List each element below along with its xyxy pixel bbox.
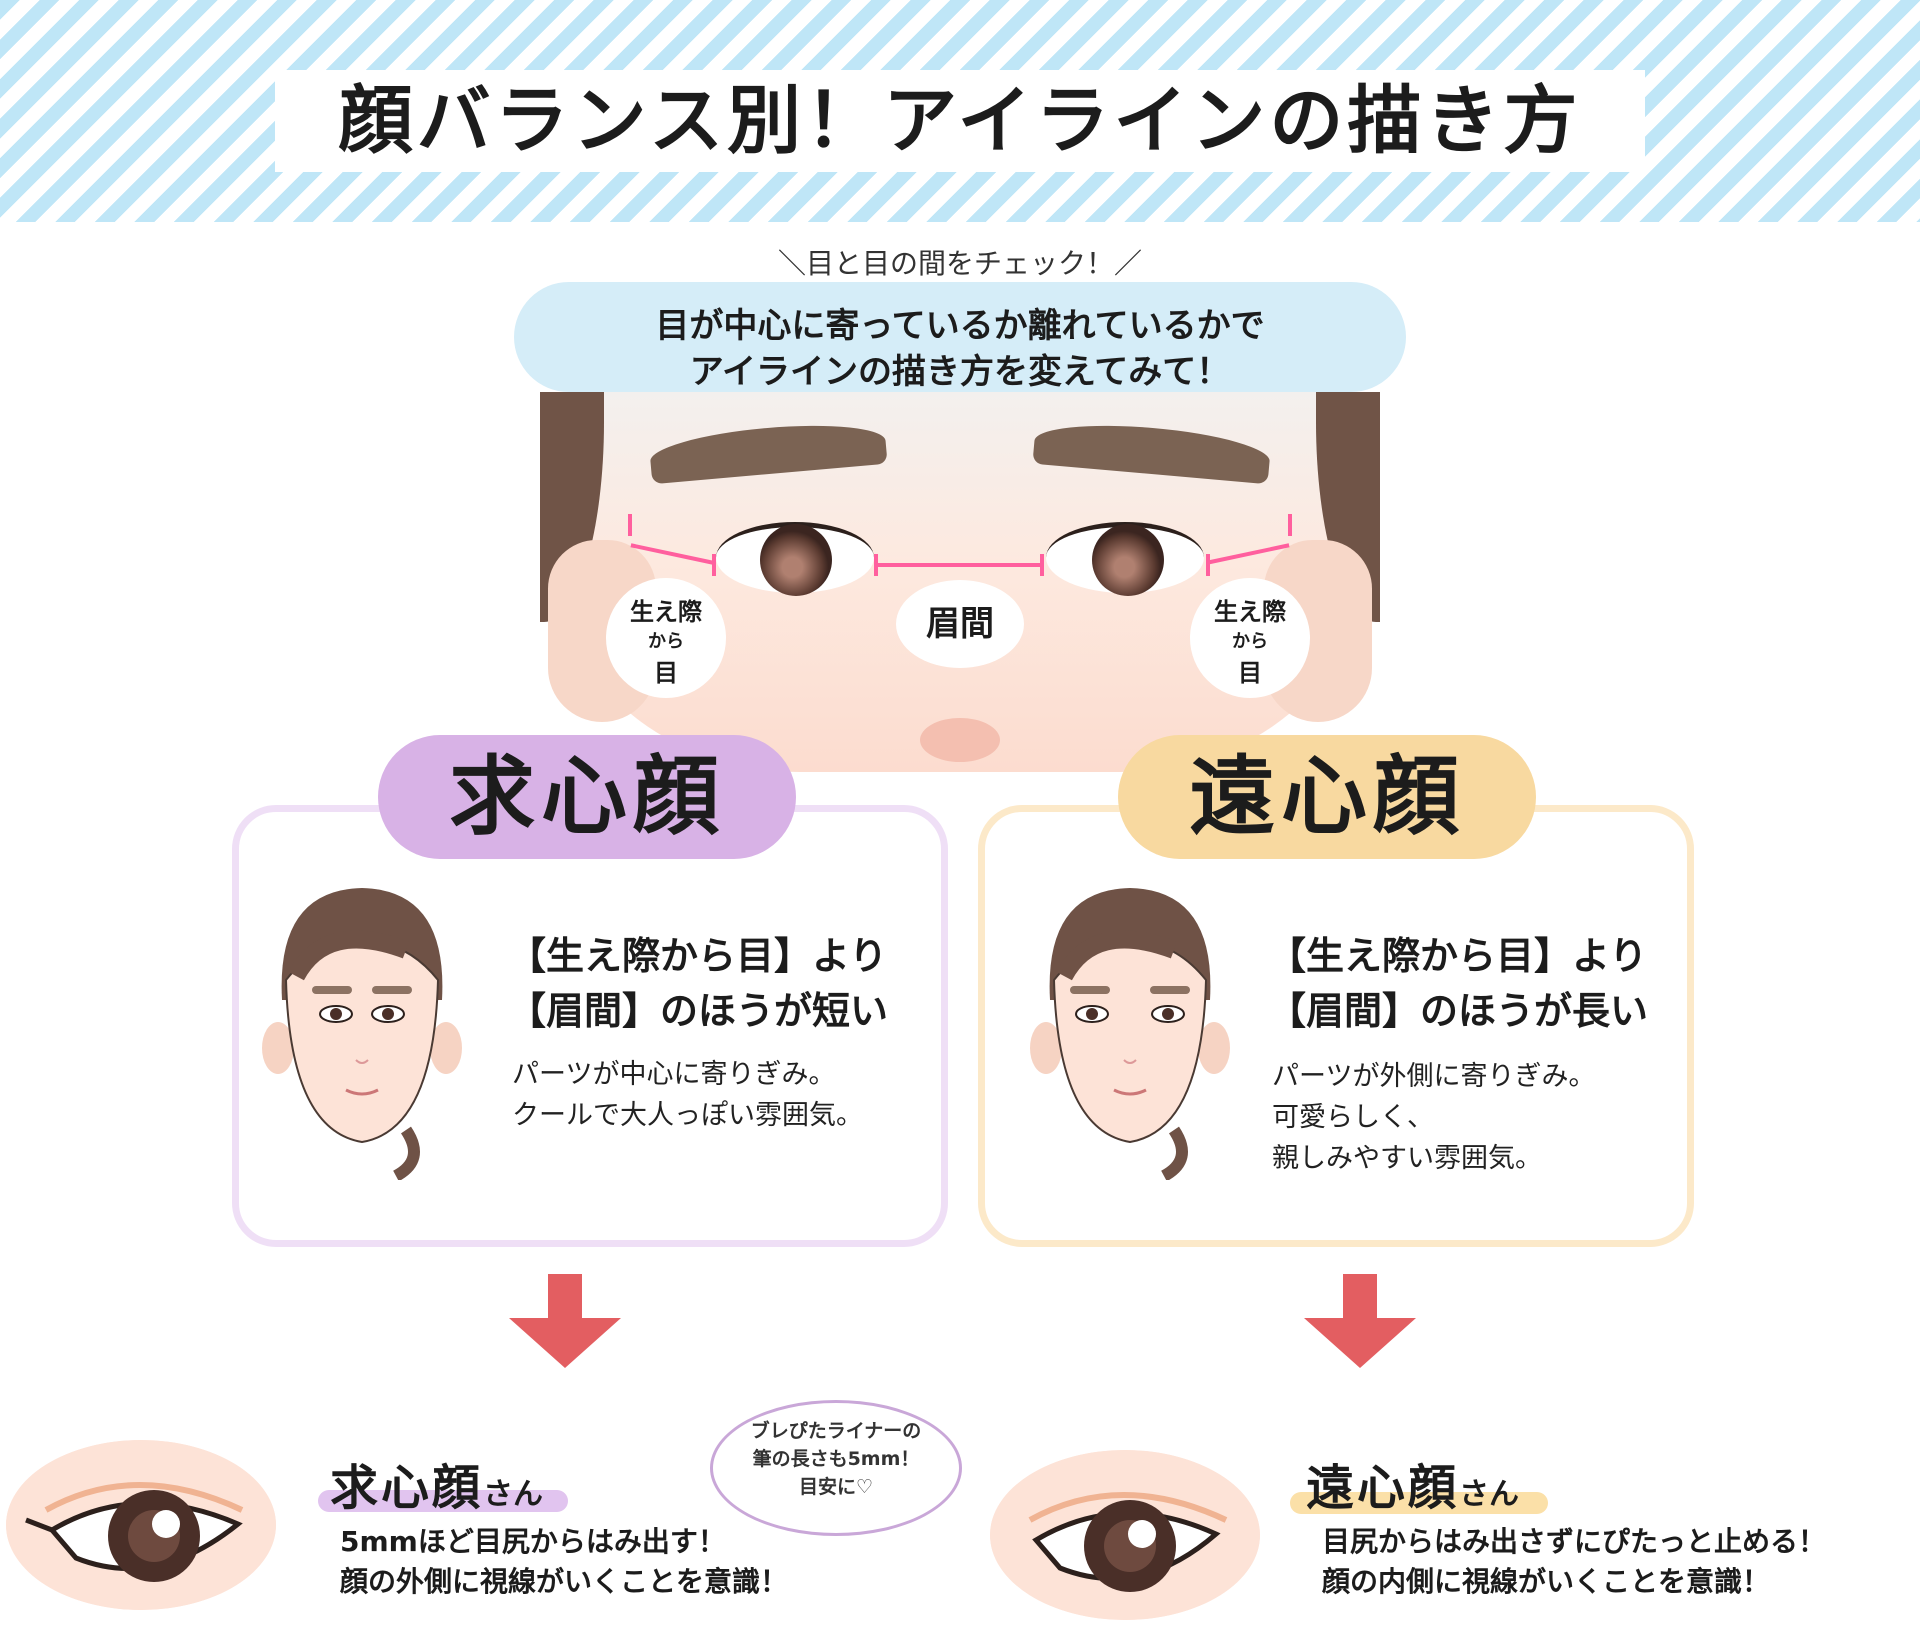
title-highlight	[318, 1490, 568, 1512]
label-text: から	[648, 631, 684, 652]
measure-tick	[874, 554, 878, 576]
label-hairline-to-eye-right: 生え際 から 目	[1190, 578, 1310, 698]
bottom-title-suffix: さん	[1459, 1477, 1520, 1512]
tip-speech-bubble: ブレぴたライナーの 筆の長さも5mm！ 目安に♡	[710, 1400, 962, 1536]
label-hairline-to-eye-left: 生え際 から 目	[606, 578, 726, 698]
measure-tick	[1206, 554, 1210, 576]
panel-description: パーツが中心に寄りぎみ。	[512, 1059, 836, 1090]
bottom-description: 顔の外側に視線がいくことを意識！	[340, 1565, 789, 1598]
panel-description: 親しみやすい雰囲気。	[1272, 1143, 1542, 1174]
intro-text-line: 目が中心に寄っているか離れているかで	[655, 306, 1265, 346]
tip-text: 目安に♡	[798, 1476, 874, 1498]
bottom-description: 5mmほど目尻からはみ出す！	[340, 1525, 726, 1558]
bottom-description: 顔の内側に視線がいくことを意識！	[1322, 1565, 1771, 1598]
bottom-title-text: 求心顔	[330, 1460, 484, 1516]
eyeliner-example-close-set	[6, 1440, 276, 1610]
tip-text: 筆の長さも5mm！	[752, 1448, 920, 1470]
label-text: 生え際	[1214, 598, 1286, 626]
panel-title-close-set: 求心顔	[378, 735, 796, 859]
measure-tick	[712, 554, 716, 576]
panel-title-wide-set: 遠心顔	[1118, 735, 1536, 859]
panel-heading: 【眉間】のほうが短い	[508, 989, 889, 1033]
measure-line-center	[876, 563, 1042, 567]
check-label: ＼目と目の間をチェック！／	[777, 247, 1142, 280]
arrow-down-icon	[548, 1274, 582, 1318]
intro-text-line: アイラインの描き方を変えてみて！	[689, 352, 1231, 392]
bottom-title-suffix: さん	[483, 1477, 544, 1512]
panel-heading: 【生え際から目】より	[508, 934, 888, 978]
panel-heading: 【生え際から目】より	[1268, 934, 1648, 978]
label-text: 目	[654, 659, 678, 687]
label-between-brows: 眉間	[896, 580, 1024, 668]
iris-left	[760, 524, 832, 596]
panel-heading: 【眉間】のほうが長い	[1268, 989, 1649, 1033]
eyeliner-example-wide-set	[990, 1450, 1260, 1620]
label-text: から	[1232, 631, 1268, 652]
panel-description: パーツが外側に寄りぎみ。	[1272, 1061, 1596, 1092]
bottom-title-close-set: 求心顔さん	[330, 1448, 543, 1518]
nose	[920, 718, 1000, 762]
bottom-description: 目尻からはみ出さずにぴたっと止める！	[1322, 1525, 1827, 1558]
arrow-down-icon	[509, 1318, 621, 1368]
title-highlight	[1290, 1492, 1548, 1514]
measure-tick	[1288, 514, 1292, 536]
bottom-title-wide-set: 遠心顔さん	[1306, 1448, 1519, 1518]
measure-tick	[628, 514, 632, 536]
portrait-wide-set	[1030, 888, 1230, 1180]
intro-bubble	[514, 282, 1406, 392]
arrow-down-icon	[1304, 1318, 1416, 1368]
iris-right	[1092, 524, 1164, 596]
portrait-close-set	[262, 888, 462, 1180]
panel-description: 可愛らしく、	[1272, 1102, 1434, 1133]
arrow-down-icon	[1343, 1274, 1377, 1318]
tip-text: ブレぴたライナーの	[750, 1420, 922, 1442]
title-box	[275, 70, 1645, 172]
page-title: 顔バランス別！アイラインの描き方	[338, 78, 1582, 164]
bottom-title-text: 遠心顔	[1306, 1460, 1460, 1516]
measure-tick	[1040, 554, 1044, 576]
label-text: 目	[1238, 659, 1262, 687]
panel-description: クールで大人っぽい雰囲気。	[512, 1100, 863, 1131]
label-text: 生え際	[630, 598, 702, 626]
